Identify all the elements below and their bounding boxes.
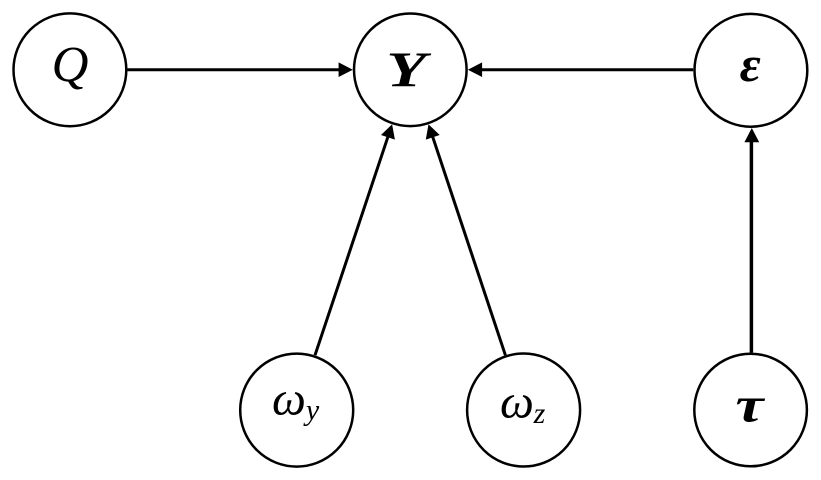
svg-text:y: y — [303, 394, 320, 427]
svg-text:ω: ω — [272, 373, 306, 426]
svg-text:ε: ε — [740, 36, 761, 92]
svg-text:τ: τ — [736, 377, 766, 433]
svg-text:ω: ω — [500, 376, 534, 429]
svg-text:z: z — [533, 397, 546, 430]
svg-text:Y: Y — [386, 41, 432, 97]
svg-text:Q: Q — [52, 37, 89, 93]
